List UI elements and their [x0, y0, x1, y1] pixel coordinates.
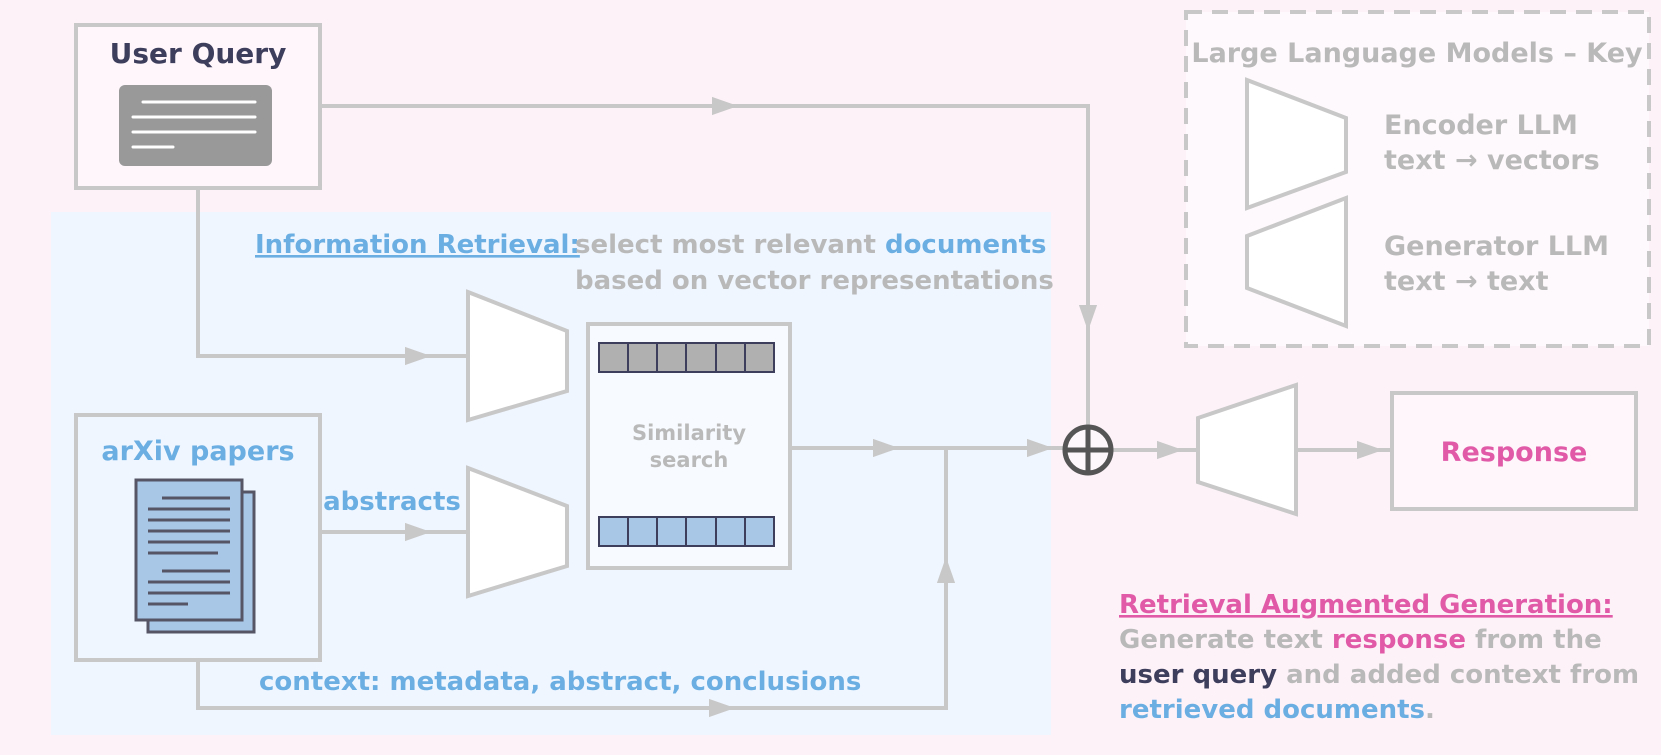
key-encoder-desc: text → vectors: [1384, 145, 1600, 176]
rag-l1-c: from the: [1466, 625, 1602, 655]
key-encoder-name: Encoder LLM: [1384, 110, 1578, 141]
ir-heading: Information Retrieval:: [255, 230, 580, 260]
key-generator-desc: text → text: [1384, 266, 1549, 297]
query-vector: [598, 342, 775, 373]
rag-l3-b: .: [1425, 695, 1435, 725]
document-vector: [598, 516, 775, 547]
rag-l2-b: and added context from: [1277, 660, 1639, 690]
llm-key-box: Large Language Models – Key Encoder LLM …: [1184, 10, 1651, 348]
rag-l2-a: user query: [1119, 660, 1277, 690]
similarity-line1: Similarity: [632, 421, 746, 445]
rag-l1-b: response: [1332, 625, 1466, 655]
information-retrieval-panel: [51, 212, 1051, 735]
rag-line3: retrieved documents.: [1119, 695, 1435, 725]
similarity-search-box: Similarity search: [586, 322, 792, 570]
similarity-line2: search: [650, 448, 729, 472]
abstracts-encoder-llm: [466, 465, 569, 599]
abstracts-label: abstracts: [323, 487, 461, 517]
user-query-title: User Query: [110, 37, 287, 70]
papers-stack-icon: [134, 478, 256, 634]
rag-l1-a: Generate text: [1119, 625, 1332, 655]
arxiv-title: arXiv papers: [101, 436, 294, 467]
combine-icon: [1062, 424, 1114, 476]
key-generator-name: Generator LLM: [1384, 231, 1609, 262]
rag-line2: user query and added context from: [1119, 660, 1639, 690]
rag-description: Retrieval Augmented Generation: Generate…: [1119, 590, 1639, 725]
query-encoder-llm: [466, 289, 569, 423]
rag-heading: Retrieval Augmented Generation:: [1119, 590, 1613, 620]
query-document-icon: [119, 85, 272, 166]
ir-description-line2: based on vector representations: [575, 266, 1054, 296]
generator-llm: [1196, 382, 1298, 517]
key-title: Large Language Models – Key: [1191, 38, 1643, 69]
ir-description-line1: select most relevant documents: [575, 230, 1047, 260]
connectors: [196, 96, 1392, 718]
response-box: Response: [1390, 391, 1638, 511]
context-label: context: metadata, abstract, conclusions: [259, 667, 861, 697]
ir-line1-plain: select most relevant: [575, 230, 885, 260]
arxiv-papers-box: arXiv papers: [74, 413, 322, 662]
ir-line1-highlight: documents: [885, 230, 1047, 260]
key-encoder-icon: [1245, 77, 1348, 211]
key-generator-icon: [1245, 195, 1348, 329]
rag-line1: Generate text response from the: [1119, 625, 1602, 655]
user-query-box: User Query: [74, 23, 322, 190]
rag-l3-a: retrieved documents: [1119, 695, 1425, 725]
response-label: Response: [1441, 437, 1588, 468]
